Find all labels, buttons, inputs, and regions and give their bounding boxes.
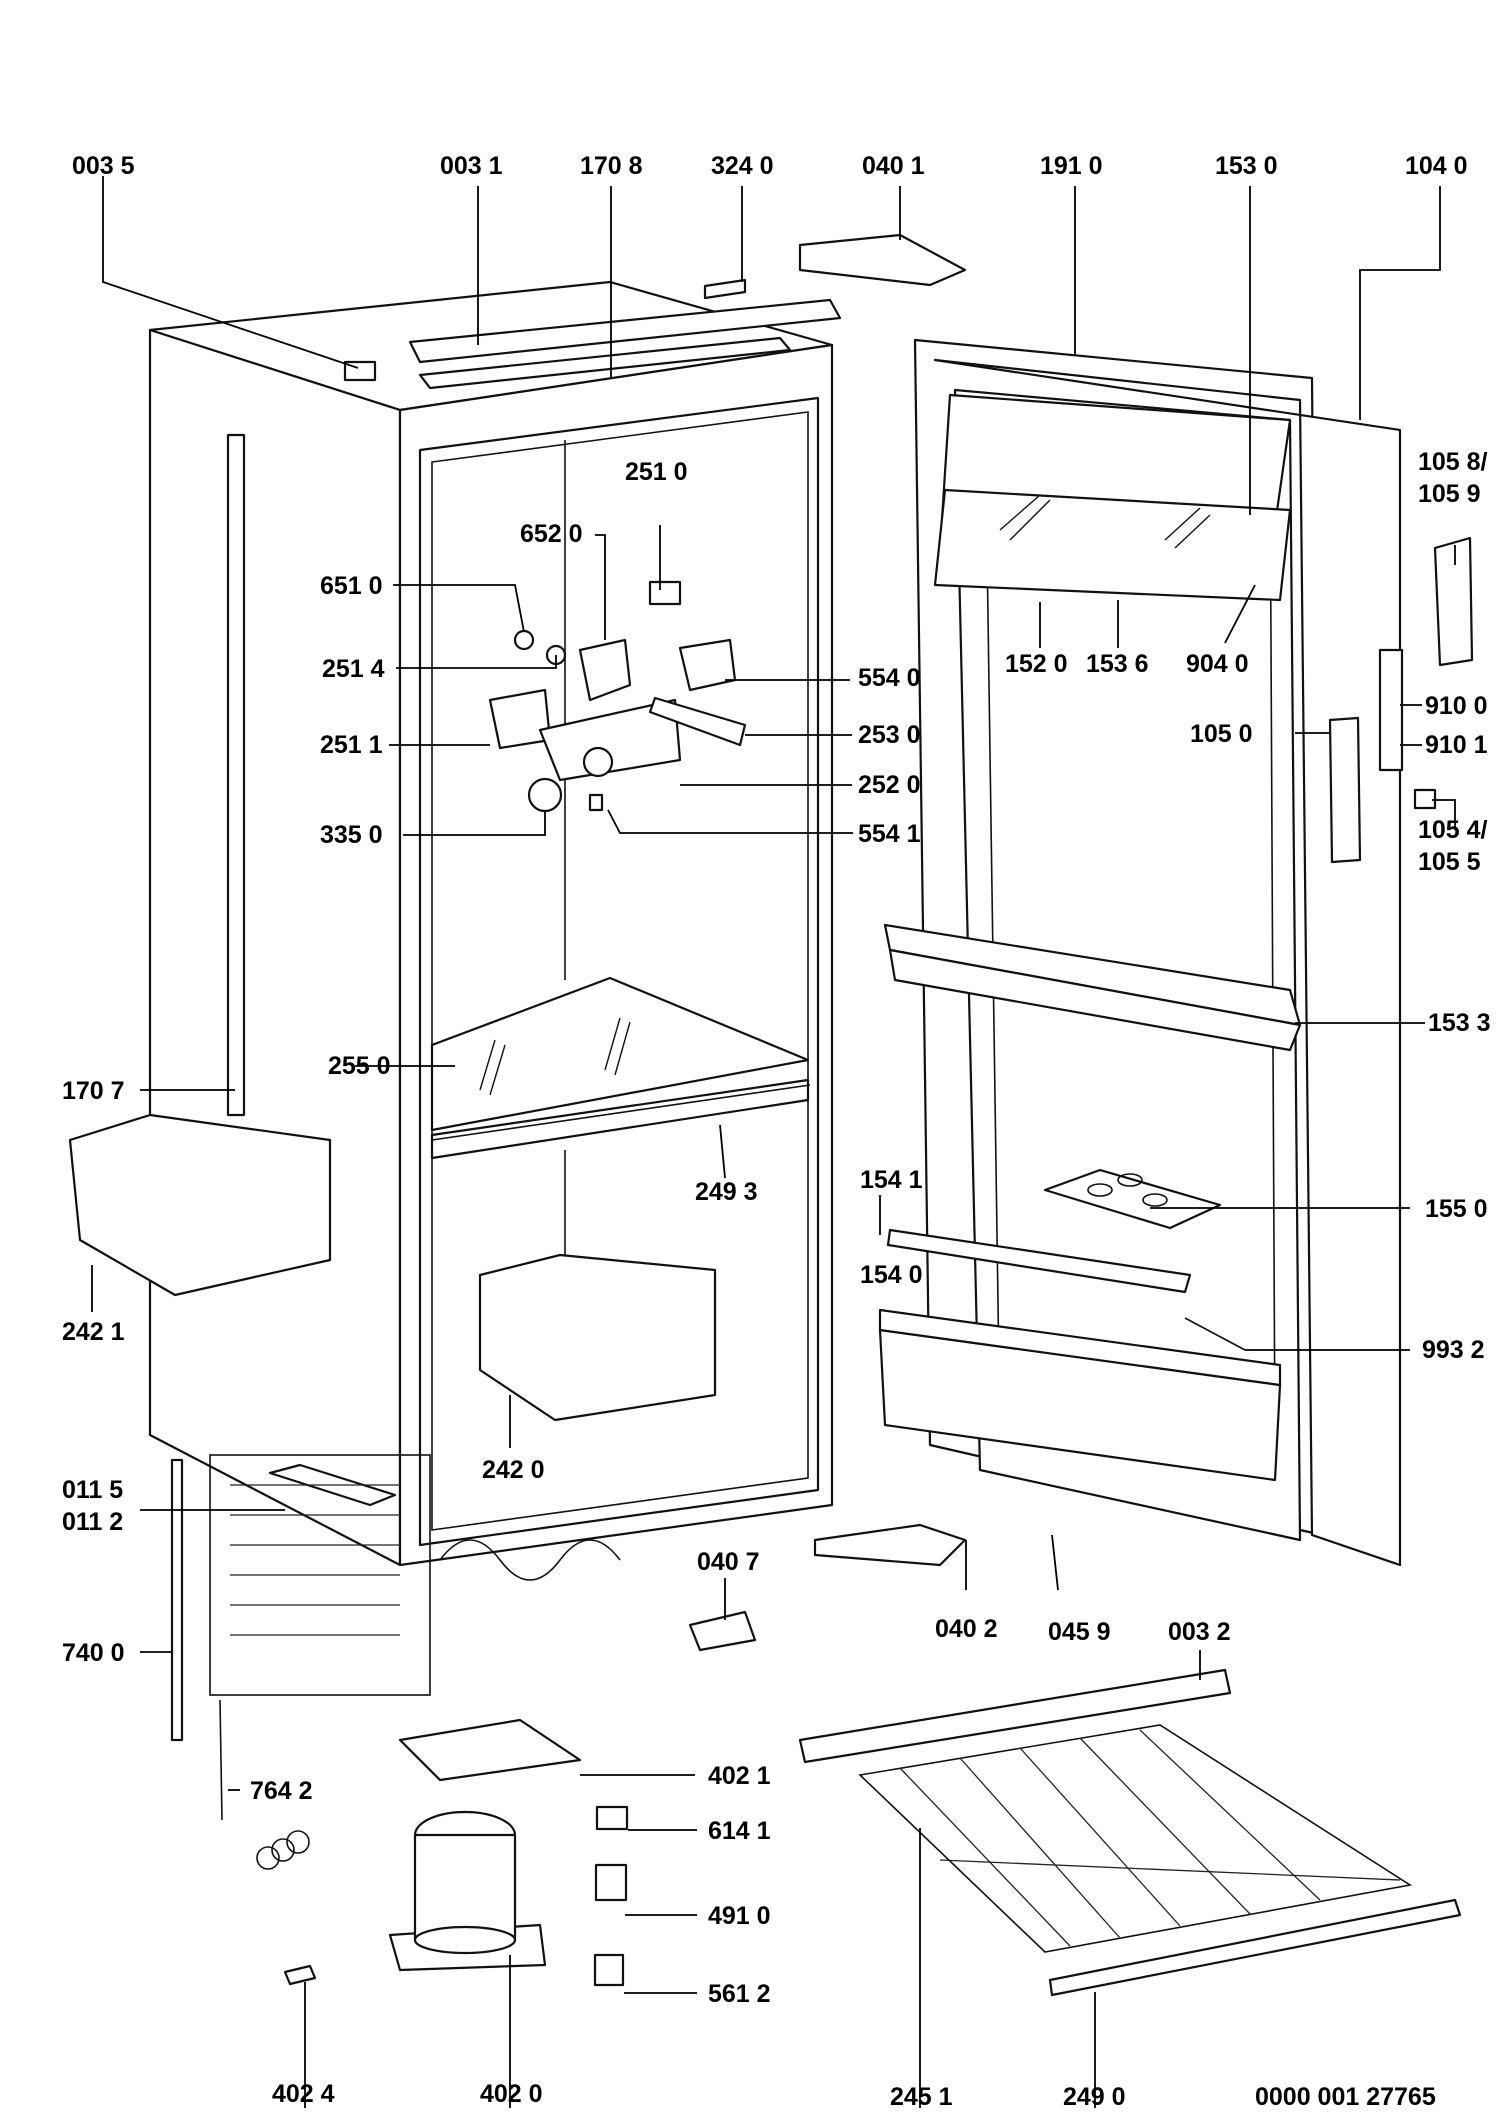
label-2493: 249 3 bbox=[695, 1178, 758, 1206]
label-9932: 993 2 bbox=[1422, 1336, 1485, 1364]
label-2514: 251 4 bbox=[322, 655, 385, 683]
label-0035: 003 5 bbox=[72, 152, 135, 180]
label-1540: 154 0 bbox=[860, 1261, 923, 1289]
label-7642: 764 2 bbox=[250, 1777, 313, 1805]
label-1520: 152 0 bbox=[1005, 650, 1068, 678]
label-0459: 045 9 bbox=[1048, 1618, 1111, 1646]
cooling-system bbox=[170, 1454, 1462, 1997]
label-2530: 253 0 bbox=[858, 721, 921, 749]
label-4910: 491 0 bbox=[708, 1902, 771, 1930]
label-0402: 040 2 bbox=[935, 1615, 998, 1643]
label-4024: 402 4 bbox=[272, 2080, 335, 2108]
label-1530: 153 0 bbox=[1215, 152, 1278, 180]
label-2451: 245 1 bbox=[890, 2083, 953, 2111]
label-0112: 011 2 bbox=[62, 1508, 123, 1536]
label-1040: 104 0 bbox=[1405, 152, 1468, 180]
label-2510: 251 0 bbox=[625, 458, 688, 486]
label-2520: 252 0 bbox=[858, 771, 921, 799]
label-6520: 652 0 bbox=[520, 520, 583, 548]
label-2421: 242 1 bbox=[62, 1318, 125, 1346]
label-1708: 170 8 bbox=[580, 152, 643, 180]
label-0031: 003 1 bbox=[440, 152, 503, 180]
leader-lines bbox=[91, 176, 1456, 2108]
label-1910: 191 0 bbox=[1040, 152, 1103, 180]
label-2420: 242 0 bbox=[482, 1456, 545, 1484]
label-2511: 251 1 bbox=[320, 731, 383, 759]
label-2490: 249 0 bbox=[1063, 2083, 1126, 2111]
drawing-number: 0000 001 27765 bbox=[1255, 2083, 1436, 2111]
label-4021: 402 1 bbox=[708, 1762, 771, 1790]
label-0115: 011 5 bbox=[62, 1476, 123, 1504]
label-9040: 904 0 bbox=[1186, 650, 1249, 678]
thermostat-light-assembly bbox=[488, 580, 747, 813]
label-0032: 003 2 bbox=[1168, 1618, 1231, 1646]
label-7400: 740 0 bbox=[62, 1639, 125, 1667]
label-0407: 040 7 bbox=[697, 1548, 760, 1576]
label-1541: 154 1 bbox=[860, 1166, 923, 1194]
label-5541: 554 1 bbox=[858, 820, 921, 848]
label-2550: 255 0 bbox=[328, 1052, 391, 1080]
label-1536: 153 6 bbox=[1086, 650, 1149, 678]
label-3240: 324 0 bbox=[711, 152, 774, 180]
label-4020: 402 0 bbox=[480, 2080, 543, 2108]
label-6141: 614 1 bbox=[708, 1817, 771, 1845]
door-assembly bbox=[68, 233, 1474, 1652]
label-0401: 040 1 bbox=[862, 152, 925, 180]
label-1550: 155 0 bbox=[1425, 1195, 1488, 1223]
label-6510: 651 0 bbox=[320, 572, 383, 600]
label-5612: 561 2 bbox=[708, 1980, 771, 2008]
label-1054: 105 4/ bbox=[1418, 816, 1488, 844]
label-9101: 910 1 bbox=[1425, 731, 1488, 759]
label-5540: 554 0 bbox=[858, 664, 921, 692]
label-1059: 105 9 bbox=[1418, 480, 1481, 508]
label-1058: 105 8/ bbox=[1418, 448, 1488, 476]
label-1707: 170 7 bbox=[62, 1077, 125, 1105]
label-1533: 153 3 bbox=[1428, 1009, 1491, 1037]
label-3350: 335 0 bbox=[320, 821, 383, 849]
part-labels: 003 5 003 1 170 8 324 0 040 1 191 0 153 … bbox=[62, 152, 1491, 2111]
label-9100: 910 0 bbox=[1425, 692, 1488, 720]
label-1055: 105 5 bbox=[1418, 848, 1481, 876]
label-1050: 105 0 bbox=[1190, 720, 1253, 748]
